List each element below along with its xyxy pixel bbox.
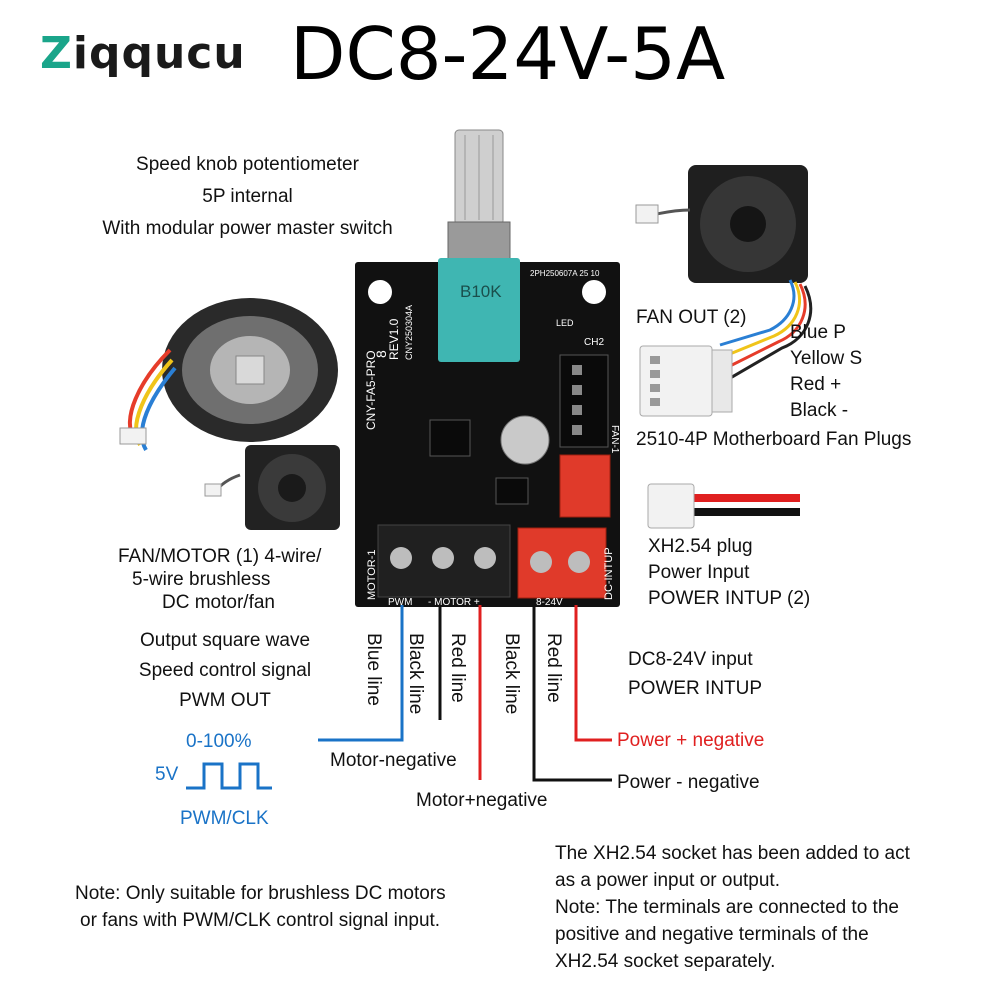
pcb-pot-label: B10K [460,282,502,301]
note-left-line1: Note: Only suitable for brushless DC mot… [75,883,446,904]
wire-label-black-1: Black line [405,633,426,715]
pwm-out-line3: PWM OUT [179,690,271,711]
pwm-out-line2: Speed control signal [138,660,312,681]
note-right-line3: Note: The terminals are connected to the [555,897,899,918]
callout-power-positive: Power + negative [617,730,765,751]
xh254-plug-image [647,483,800,529]
pcb-fan-label: FAN-1 [609,425,620,454]
pcb-rev-label: REV1.0 [387,318,401,360]
callout-motor-negative: Motor-negative [330,750,457,771]
brand-logo-first-letter: Z [40,28,73,79]
pcb-motor-pm-label: - MOTOR + [428,597,480,608]
fan-out-label: FAN OUT (2) [636,307,747,328]
brand-logo: Ziqqucu [40,28,246,79]
fan-wire-blue: Blue P [790,322,846,343]
callout-motor-positive: Motor+negative [416,790,548,811]
pcb-ch2-label: CH2 [584,337,604,348]
brushless-motor-image [119,298,338,452]
wire-label-black-2: Black line [501,633,522,715]
potentiometer-image [447,129,511,263]
note-right-line4: positive and negative terminals of the [555,924,869,945]
wire-label-red-2: Red line [543,633,564,703]
fan-wire-black: Black - [790,400,849,421]
brand-logo-rest: iqqucu [72,28,246,79]
top-fan-image [635,165,813,386]
pcb-model-label: CNY-FA5-PRO [364,350,378,430]
xh-plug-line1: XH2.54 plug [648,536,753,557]
note-right-line5: XH2.54 socket separately. [555,951,776,972]
pwm-range-label: 0-100% [186,731,252,752]
pcb-board [355,262,620,607]
small-fan-image [204,445,340,530]
pwm-voltage-label: 5V [155,764,179,785]
fan-plug-label: 2510-4P Motherboard Fan Plugs [636,429,912,450]
motor-desc-line3: DC motor/fan [162,592,275,613]
knob-desc-line3: With modular power master switch [102,218,393,239]
pcb-num-label: 8 [373,350,389,358]
pcb-motor-label: MOTOR-1 [366,549,378,600]
dc-input-line2: POWER INTUP [628,678,763,699]
dc-input-line1: DC8-24V input [628,649,753,670]
pcb-pwm-label: PWM [388,597,412,608]
knob-desc-line1: Speed knob potentiometer [136,154,359,175]
pwm-waveform [186,762,272,790]
note-right-line1: The XH2.54 socket has been added to act [555,843,910,864]
pcb-code-label: CNY250304A [404,305,414,360]
note-right-line2: as a power input or output. [555,870,780,891]
wire-label-red-1: Red line [447,633,468,703]
pcb-dc-label: DC-INTUP [603,547,615,600]
output-wires [318,605,612,782]
potentiometer-body [438,258,520,362]
pcb-serial-label: 2PH250607A 25 10 [530,269,600,278]
pwm-out-line1: Output square wave [139,630,311,651]
note-left-line2: or fans with PWM/CLK control signal inpu… [80,910,441,931]
page-title: DC8-24V-5A [290,12,726,96]
motor-desc-line1: FAN/MOTOR (1) 4-wire/ [118,546,322,567]
xh-plug-line3: POWER INTUP (2) [648,588,811,609]
fan-4pin-plug-image [639,345,733,417]
motor-desc-line2: 5-wire brushless [132,569,271,590]
wire-label-blue: Blue line [363,633,384,706]
callout-power-negative: Power - negative [617,772,760,793]
pwm-clk-label: PWM/CLK [180,808,269,829]
fan-wire-red: Red + [790,374,842,395]
pcb-dc-range-label: 8-24V [536,597,563,608]
pcb-led-label: LED [556,318,574,328]
knob-desc-line2: 5P internal [202,186,293,207]
fan-wire-yellow: Yellow S [790,348,863,369]
xh-plug-line2: Power Input [648,562,750,583]
